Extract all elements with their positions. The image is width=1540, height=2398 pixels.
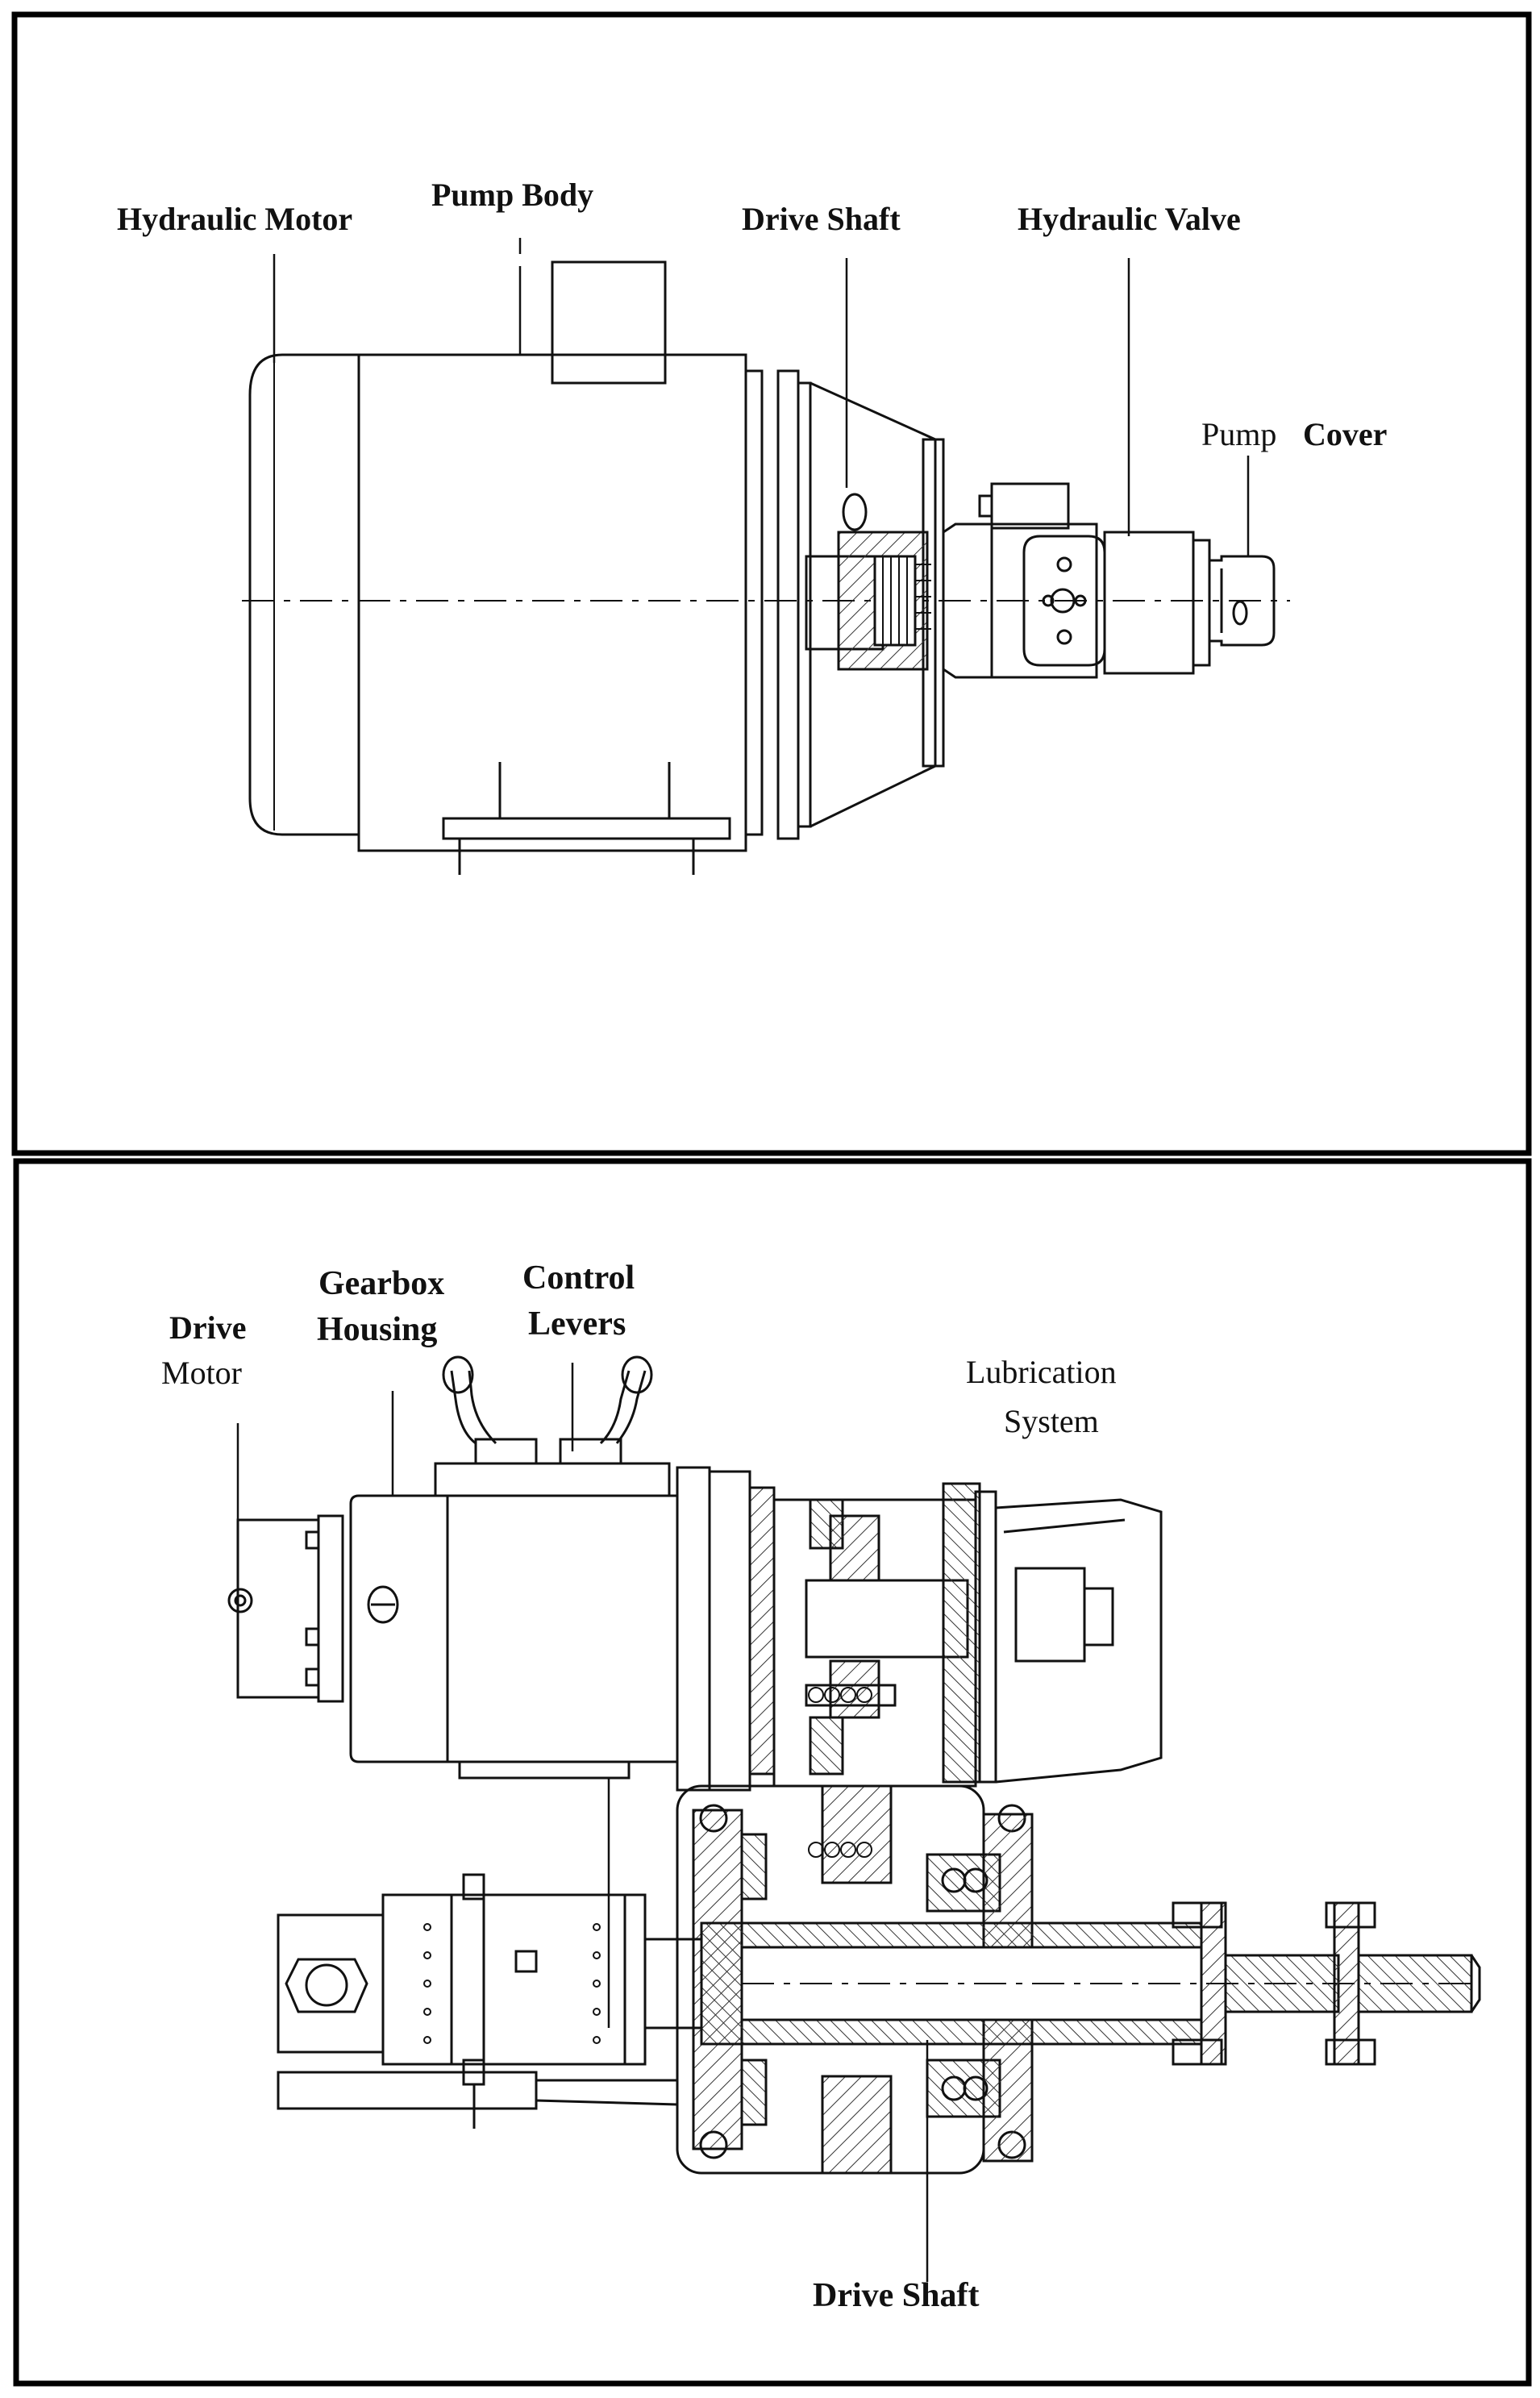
- pump-cover-shape: [1208, 555, 1276, 647]
- label-hydraulic-valve: Hydraulic Valve: [1018, 201, 1241, 237]
- hydraulic-motor-shape: [248, 353, 359, 836]
- top-leader-lines: [273, 238, 1250, 556]
- gearbox-housing-shape: [349, 1494, 679, 1763]
- label-control-levers-line2: Levers: [528, 1305, 626, 1343]
- label-pump-cover-b: Cover: [1303, 416, 1387, 452]
- pump-section: [990, 522, 1098, 679]
- label-lubrication-system-line2: System: [1004, 1403, 1099, 1439]
- pump-body-shape: [357, 353, 747, 852]
- cone-housing: [810, 381, 937, 828]
- label-pump-cover-a: Pump: [1201, 416, 1276, 452]
- label-drive-motor-line2: Motor: [161, 1355, 242, 1391]
- pump-assembly-drawing: [242, 260, 1290, 875]
- label-hydraulic-motor: Hydraulic Motor: [117, 201, 352, 237]
- label-lubrication-system-line1: Lubrication: [966, 1354, 1117, 1390]
- label-gearbox-housing-line2: Housing: [317, 1311, 437, 1348]
- lubrication-system-shape: [995, 1498, 1163, 1784]
- flange-column: [676, 1466, 711, 1792]
- coupling-sleeve: [381, 1893, 626, 2066]
- bottom-leader-lines: [236, 1363, 929, 2282]
- label-gearbox-housing-line1: Gearbox: [318, 1265, 444, 1302]
- label-drive-shaft-bottom: Drive Shaft: [813, 2277, 979, 2314]
- terminal-box: [551, 260, 667, 385]
- label-control-levers-line1: Control: [522, 1259, 635, 1297]
- hydraulic-valve-shape: [1103, 531, 1195, 675]
- top-panel-frame: [11, 11, 1532, 1156]
- control-lever-right: [599, 1370, 631, 1445]
- valve-block: [990, 482, 1070, 530]
- label-drive-motor-line1: Drive: [169, 1309, 247, 1346]
- gearbox-assembly-drawing: [227, 1355, 1481, 2175]
- control-lever-left: [450, 1370, 477, 1445]
- label-pump-body: Pump Body: [431, 177, 593, 213]
- flange: [776, 369, 800, 840]
- bottom-panel-frame: [13, 1158, 1532, 2387]
- label-drive-shaft-top: Drive Shaft: [742, 201, 901, 237]
